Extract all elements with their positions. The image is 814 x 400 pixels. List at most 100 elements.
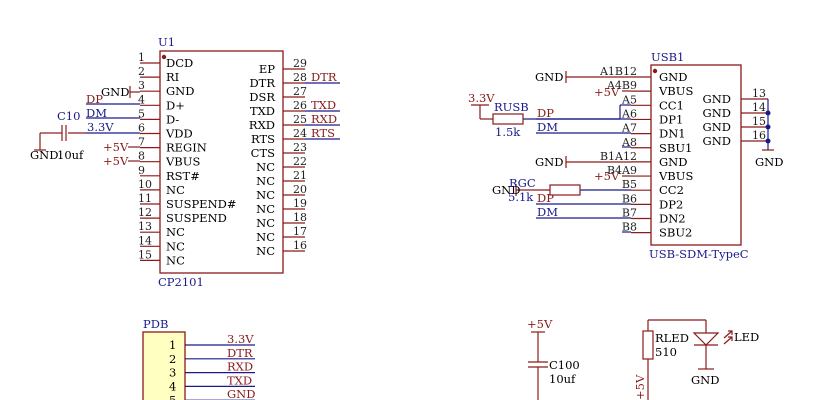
usb1-pin-number: A5 (621, 93, 637, 106)
led-circuit[interactable]: +5V RLED 510 LED GND (633, 319, 759, 400)
u1-pin-number: 17 (293, 225, 307, 238)
usb1-gnd-top: GND (535, 70, 563, 84)
u1-pin-number: 6 (138, 122, 145, 135)
usb1-pin-number: B5 (622, 178, 637, 191)
u1-pin-name: NC (166, 253, 185, 267)
u1-left-nets: GND DP DM 3.3V +5V +5V (86, 85, 140, 168)
u1-pin-number: 23 (293, 141, 307, 154)
usb1-body (650, 64, 742, 246)
pdb-ref: PDB (143, 317, 168, 331)
usb1-33v: 3.3V (468, 91, 495, 105)
c100-capacitor[interactable]: +5V C100 10uf (527, 317, 580, 400)
rusb-value: 1.5k (495, 125, 521, 139)
usb1-pin-name: DN1 (659, 127, 686, 141)
usb1-pin-number: A7 (621, 122, 637, 135)
u1-pin-number: 26 (293, 99, 307, 112)
usb1-pin-name: SBU1 (659, 141, 692, 155)
usb1-5v-mid: +5V (594, 169, 620, 183)
u1-pin-number: 7 (138, 136, 145, 149)
u1-pin-name: RI (166, 70, 179, 84)
led-diode-icon (692, 332, 720, 346)
u1-dtr-net: DTR (311, 70, 337, 84)
usb1-gnd-right: GND (755, 155, 783, 169)
u1-pin-number: 3 (138, 79, 145, 92)
u1-pin-name: SUSPEND# (166, 197, 237, 211)
usb1-pin-number: A8 (621, 136, 637, 149)
usb1-pin-number: B7 (622, 207, 637, 220)
c10-ref: C10 (57, 109, 80, 123)
u1-pin-name: DTR (249, 76, 275, 90)
pdb-pin-net: GND (227, 387, 255, 400)
rled-value: 510 (655, 345, 677, 359)
u1-pin-name: VDD (165, 127, 193, 141)
u1-pin-name: NC (256, 202, 275, 216)
u1-ref: U1 (158, 35, 175, 49)
u1-pin-name: VBUS (165, 155, 200, 169)
c10-gnd: GND (30, 148, 58, 162)
pdb-pin-net: 3.3V (227, 332, 254, 346)
led-ref: LED (734, 330, 759, 344)
usb1-gnd-mid: GND (535, 155, 563, 169)
pdb-pin-number: 3 (169, 366, 176, 380)
u1-pin-number: 19 (293, 197, 307, 210)
u1-pin-number: 16 (293, 239, 307, 252)
u1-pin-name: DCD (166, 56, 193, 70)
u1-pin-number: 15 (138, 248, 152, 261)
pdb-body (142, 331, 186, 400)
u1-pin-number: 14 (138, 234, 152, 247)
u1-pin-name: NC (166, 183, 185, 197)
u1-pin-name: TXD (250, 104, 275, 118)
u1-pin1-marker (161, 54, 167, 60)
pdb-pin-net: RXD (227, 360, 253, 374)
led-gnd: GND (691, 373, 719, 387)
u1-pin-number: 20 (293, 183, 307, 196)
u1-pin-number: 21 (293, 169, 307, 182)
usb1-ref: USB1 (651, 50, 684, 64)
u1-dm-net: DM (86, 106, 107, 120)
usb1-pin-name: DP2 (659, 197, 683, 211)
usb1-pin-number: B1A12 (600, 150, 637, 163)
usb1-pin-number: A1B12 (599, 65, 637, 78)
usb1-pin-name: GND (703, 120, 731, 134)
rusb-resistor[interactable]: 3.3V RUSB 1.5k (468, 91, 529, 139)
usb1-pin-number: A4B9 (606, 79, 637, 92)
usb1-pin-name: GND (703, 106, 731, 120)
usb1-pin-number: A6 (621, 107, 637, 120)
pdb-pin-net: DTR (227, 346, 253, 360)
u1-5v-net-a: +5V (103, 140, 129, 154)
pdb-pin-number: 5 (169, 393, 176, 400)
rled-resistor (642, 330, 654, 360)
usb1-pin-name: GND (659, 70, 687, 84)
usb1-dm-bot: DM (537, 205, 558, 219)
u1-pin-number: 4 (138, 93, 145, 106)
u1-body (159, 50, 284, 274)
u1-pin-name: D- (166, 112, 179, 126)
pdb-header[interactable]: PDB 13.3V2DTR3RXD4TXD5GND (142, 317, 255, 400)
usb1-pin-number: B8 (622, 221, 637, 234)
u1-pin-number: 13 (138, 220, 152, 233)
c10-capacitor[interactable]: C10 GND 10uf (30, 109, 86, 162)
u1-pin-number: 10 (138, 178, 152, 191)
usb1-pin-name: VBUS (658, 169, 693, 183)
rusb-ref: RUSB (494, 100, 529, 114)
u1-pin-number: 22 (293, 155, 307, 168)
u1-rxd-net: RXD (311, 112, 337, 126)
rgc-resistor[interactable]: GND RGC 5.1k (492, 176, 581, 204)
usb1-pin-name: VBUS (658, 84, 693, 98)
usb1-pin-name: GND (703, 134, 731, 148)
rled-ref: RLED (655, 331, 689, 345)
u1-pin-name: NC (166, 239, 185, 253)
usb1-pin-name: DP1 (659, 112, 683, 126)
u1-pin-name: NC (256, 216, 275, 230)
u1-dp-net: DP (86, 92, 103, 106)
usb1-pin-number: 15 (752, 115, 766, 128)
u1-pin-number: 2 (138, 65, 145, 78)
u1-pin-number: 18 (293, 211, 307, 224)
pdb-pin-net: TXD (227, 373, 252, 387)
u1-pin-name: RTS (251, 132, 275, 146)
